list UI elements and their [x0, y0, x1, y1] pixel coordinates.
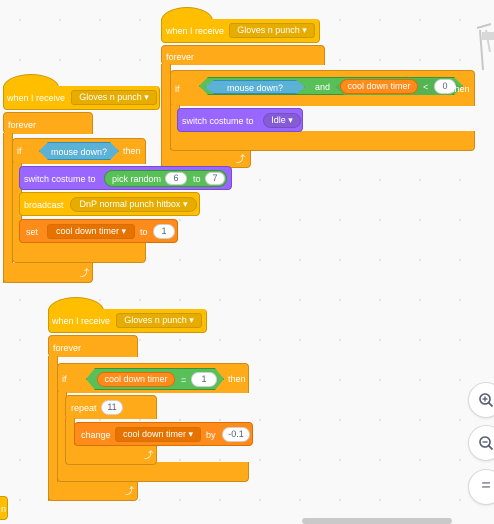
if-bottom — [57, 462, 249, 482]
forever-label: forever — [53, 343, 82, 353]
compare-value-input[interactable]: 0 — [434, 79, 456, 94]
switch-costume-label: switch costume to — [24, 174, 96, 184]
hat-label: when I receive — [7, 93, 66, 103]
loop-arrow-icon: ⤴ — [80, 268, 90, 278]
message-dropdown[interactable]: Gloves n punch ▾ — [229, 23, 315, 38]
cool-down-timer-reporter[interactable]: cool down timer — [340, 79, 418, 94]
when-i-receive-block[interactable]: when I receive Gloves n punch ▾ — [3, 86, 160, 110]
if-bottom — [12, 243, 146, 263]
random-from-input[interactable]: 6 — [165, 172, 187, 185]
fragment-label: n — [1, 504, 7, 514]
change-value-input[interactable]: -0.1 — [222, 427, 250, 442]
broadcast-block[interactable]: broadcast DnP normal punch hitbox ▾ — [19, 192, 200, 216]
zoom-in-icon — [479, 393, 494, 408]
switch-costume-block[interactable]: switch costume to pick random 6 to 7 — [19, 166, 232, 190]
set-variable-block[interactable]: set cool down timer ▾ to 1 — [19, 219, 178, 243]
forever-block[interactable]: forever — [161, 45, 325, 65]
loop-arrow-icon: ⤴ — [125, 486, 135, 496]
then-label: then — [228, 374, 246, 384]
repeat-bottom: ⤴ — [65, 445, 157, 465]
horizontal-scrollbar[interactable] — [302, 518, 452, 524]
and-label: and — [315, 82, 331, 92]
if-block[interactable]: if mouse down? and cool down timer < 0 t… — [170, 70, 475, 106]
zoom-reset-icon: = — [481, 477, 491, 494]
switch-costume-block[interactable]: switch costume to Idle ▾ — [177, 108, 303, 132]
forever-block[interactable]: forever — [48, 335, 138, 357]
variable-dropdown[interactable]: cool down timer ▾ — [115, 427, 201, 442]
forever-label: forever — [166, 52, 195, 62]
equals-symbol: = — [181, 375, 187, 385]
hat-label: when I receive — [52, 316, 111, 326]
repeat-label: repeat — [71, 403, 97, 413]
message-dropdown[interactable]: Gloves n punch ▾ — [116, 313, 202, 328]
hat-label: when I receive — [166, 26, 225, 36]
then-label: then — [452, 84, 470, 94]
zoom-reset-button[interactable]: = — [468, 469, 494, 505]
change-label: change — [81, 430, 111, 440]
message-dropdown[interactable]: Gloves n punch ▾ — [71, 90, 157, 105]
if-label: if — [175, 84, 180, 94]
set-label: set — [26, 227, 39, 237]
broadcast-message-dropdown[interactable]: DnP normal punch hitbox ▾ — [70, 197, 197, 212]
set-value-input[interactable]: 1 — [153, 224, 175, 239]
change-variable-block[interactable]: change cool down timer ▾ by -0.1 — [74, 422, 253, 446]
broadcast-label: broadcast — [24, 200, 64, 210]
by-label: by — [206, 430, 216, 440]
less-than-symbol: < — [423, 82, 429, 92]
when-i-receive-block[interactable]: when I receive Gloves n punch ▾ — [48, 309, 207, 333]
then-label: then — [123, 146, 141, 156]
to-label: to — [193, 174, 201, 184]
zoom-out-icon — [479, 436, 494, 451]
if-block[interactable]: if mouse down? then — [12, 138, 146, 164]
costume-dropdown[interactable]: Idle ▾ — [263, 113, 301, 128]
switch-costume-label: switch costume to — [182, 116, 254, 126]
when-i-receive-block[interactable]: when I receive Gloves n punch ▾ — [161, 19, 320, 43]
loop-arrow-icon: ⤴ — [236, 154, 246, 164]
sprite-thumbnail-icon — [476, 23, 494, 71]
compare-value-input[interactable]: 1 — [191, 372, 217, 387]
forever-label: forever — [8, 120, 37, 130]
forever-bottom: ⤴ — [48, 481, 138, 501]
mouse-down-reporter[interactable]: mouse down? — [205, 80, 305, 94]
if-block[interactable]: if cool down timer = 1 then — [57, 363, 249, 393]
zoom-in-button[interactable] — [468, 382, 494, 418]
random-to-input[interactable]: 7 — [205, 172, 225, 185]
variable-dropdown[interactable]: cool down timer ▾ — [47, 224, 135, 239]
cool-down-timer-reporter[interactable]: cool down timer — [97, 372, 175, 387]
equals-operator[interactable]: cool down timer = 1 — [86, 368, 224, 390]
loop-arrow-icon: ⤴ — [144, 450, 154, 460]
offscreen-block-fragment[interactable]: n — [0, 496, 8, 520]
zoom-out-button[interactable] — [468, 425, 494, 461]
if-label: if — [17, 146, 22, 156]
mouse-down-reporter[interactable]: mouse down? — [39, 142, 119, 160]
if-label: if — [62, 374, 67, 384]
repeat-block[interactable]: repeat 11 — [65, 395, 157, 419]
if-bottom — [170, 131, 475, 151]
to-label: to — [140, 227, 148, 237]
pick-random-operator[interactable]: pick random 6 to 7 — [104, 170, 227, 187]
forever-block[interactable]: forever — [3, 112, 93, 134]
and-operator[interactable]: mouse down? and cool down timer < 0 — [199, 77, 463, 95]
forever-bottom: ⤴ — [3, 263, 93, 283]
pick-random-label: pick random — [112, 174, 162, 184]
repeat-count-input[interactable]: 11 — [101, 400, 123, 415]
